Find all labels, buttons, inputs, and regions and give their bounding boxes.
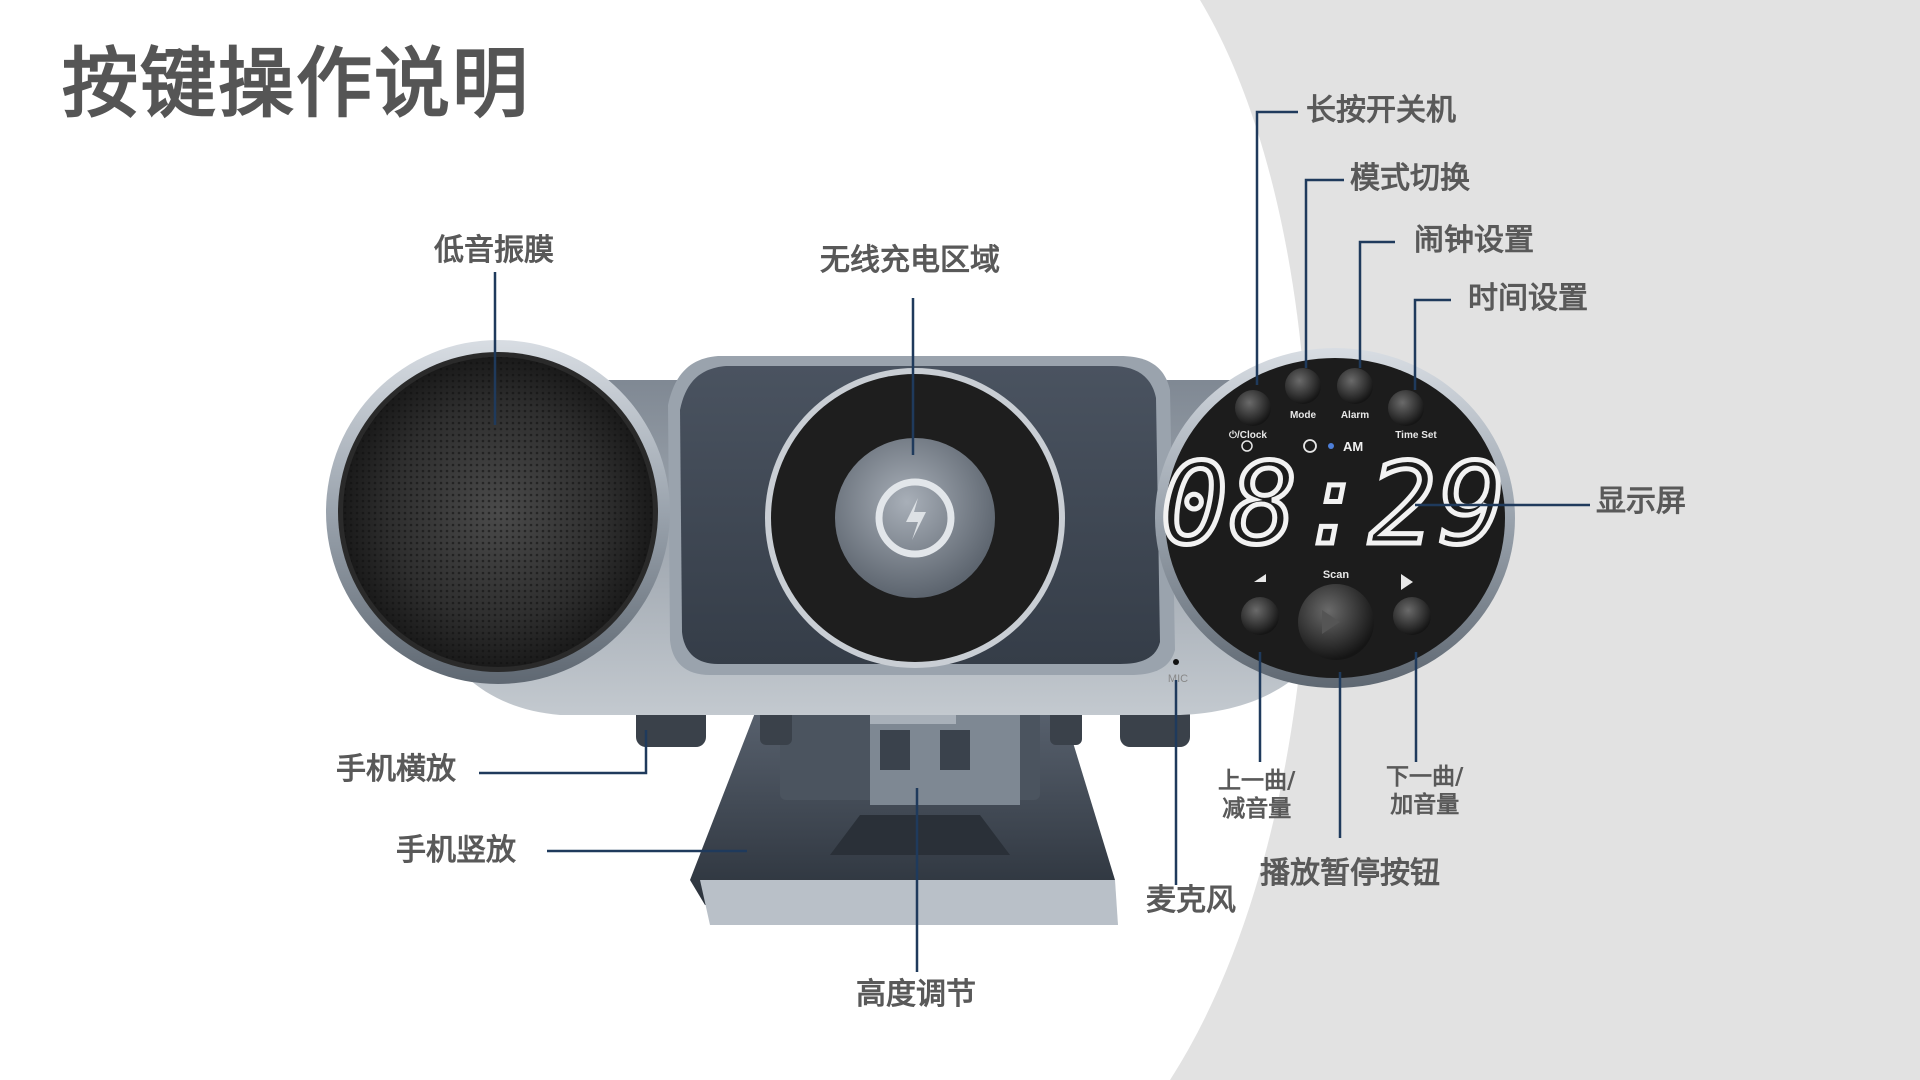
label-display: 显示屏 xyxy=(1596,484,1686,519)
mic-hole xyxy=(1173,659,1179,665)
volume-up-icon xyxy=(1401,574,1413,590)
label-prev-line2: 减音量 xyxy=(1222,795,1292,822)
power-clock-button[interactable] xyxy=(1235,390,1271,426)
play-pause-icon xyxy=(1322,610,1340,634)
btn-label-mode: Mode xyxy=(1290,410,1317,421)
label-prev-line1: 上一曲/ xyxy=(1218,768,1296,794)
label-bass: 低音振膜 xyxy=(434,233,554,268)
label-mode: 模式切换 xyxy=(1350,161,1470,196)
label-play-pause: 播放暂停按钮 xyxy=(1260,856,1440,891)
label-power: 长按开关机 xyxy=(1306,93,1456,128)
volume-down-icon xyxy=(1254,574,1266,582)
label-next-volume-up: 下一曲/ 加音量 xyxy=(1386,764,1463,819)
alarm-clock-icon xyxy=(1303,439,1317,453)
time-set-button[interactable] xyxy=(1388,390,1424,426)
label-height: 高度调节 xyxy=(856,977,976,1012)
label-next-line2: 加音量 xyxy=(1390,791,1460,818)
mode-button[interactable] xyxy=(1285,368,1321,404)
leader-lines xyxy=(479,110,1590,972)
bluetooth-signal-icon xyxy=(1241,440,1253,452)
mic-mark: MIC xyxy=(1168,673,1188,685)
label-time-set: 时间设置 xyxy=(1468,281,1588,316)
label-portrait: 手机竖放 xyxy=(396,833,516,868)
alarm-button[interactable] xyxy=(1337,368,1373,404)
label-alarm-set: 闹钟设置 xyxy=(1414,223,1534,258)
am-indicator: AM xyxy=(1343,439,1363,454)
next-volume-up-button[interactable] xyxy=(1393,597,1431,635)
btn-label-alarm: Alarm xyxy=(1341,410,1369,421)
label-prev-volume-down: 上一曲/ 减音量 xyxy=(1218,768,1295,823)
label-landscape: 手机横放 xyxy=(336,752,456,787)
wireless-charging-pad xyxy=(765,368,1065,668)
page-title: 按键操作说明 xyxy=(62,39,530,128)
phone-stand xyxy=(690,690,1118,925)
speaker xyxy=(326,340,670,684)
label-mic: 麦克风 xyxy=(1146,883,1236,918)
label-wireless: 无线充电区域 xyxy=(820,243,1000,278)
btn-label-clock: ⏻/Clock xyxy=(1229,429,1267,441)
background-arc xyxy=(1170,0,1920,1080)
scan-label: Scan xyxy=(1323,569,1350,581)
btn-label-timeset: Time Set xyxy=(1395,430,1437,441)
prev-volume-down-button[interactable] xyxy=(1241,597,1279,635)
status-icons xyxy=(1241,439,1334,453)
indicator-dot-icon xyxy=(1328,443,1334,449)
label-next-line1: 下一曲/ xyxy=(1386,764,1464,790)
